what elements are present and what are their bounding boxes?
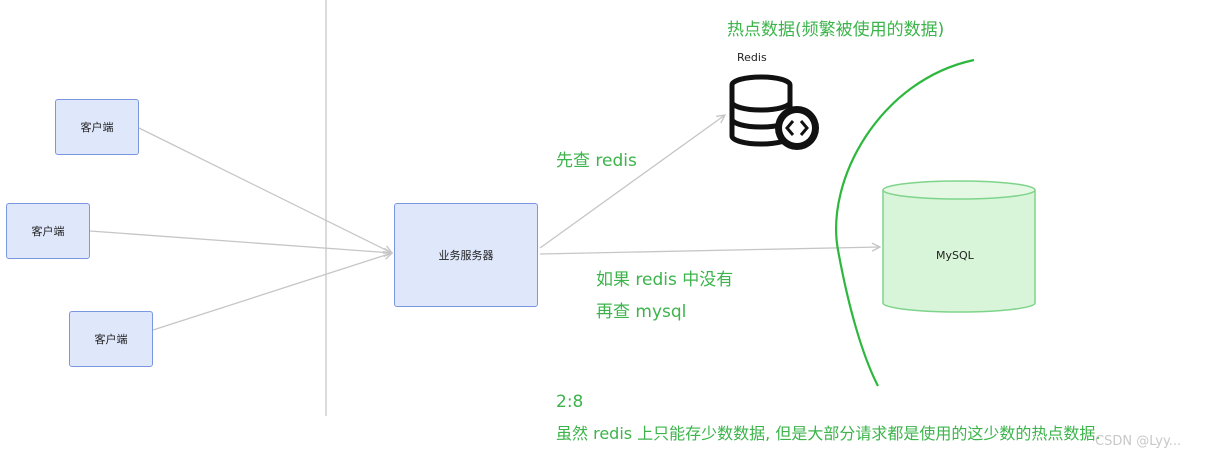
client-box-1: 客户端 (55, 99, 139, 155)
hot-data-note: 热点数据(频繁被使用的数据) (727, 20, 945, 40)
business-server-box: 业务服务器 (394, 203, 538, 307)
arrow-client1-to-server (138, 127, 392, 253)
arrow-client2-to-server (89, 230, 392, 253)
mysql-label: MySQL (936, 249, 974, 262)
mysql-cylinder (882, 180, 1036, 313)
database-icon (729, 74, 819, 150)
client-label: 客户端 (94, 333, 128, 346)
server-label: 业务服务器 (438, 249, 494, 262)
arrow-server-to-redis (539, 115, 725, 249)
client-box-3: 客户端 (69, 311, 153, 367)
watermark: CSDN @Lyy... (1095, 434, 1182, 449)
first-redis-note: 先查 redis (556, 151, 637, 171)
arrow-server-to-mysql (539, 247, 880, 255)
fallback-note-line1: 如果 redis 中没有 (596, 270, 734, 290)
redis-label: Redis (737, 51, 767, 64)
fallback-note-line2: 再查 mysql (596, 302, 687, 322)
client-box-2: 客户端 (6, 203, 90, 259)
client-label: 客户端 (80, 121, 114, 134)
ratio-note: 2:8 (556, 392, 584, 412)
summary-note: 虽然 redis 上只能存少数数据, 但是大部分请求都是使用的这少数的热点数据. (556, 424, 1101, 443)
hot-data-boundary-curve (835, 58, 975, 387)
client-label: 客户端 (31, 225, 65, 238)
arrow-client3-to-server (152, 253, 392, 331)
